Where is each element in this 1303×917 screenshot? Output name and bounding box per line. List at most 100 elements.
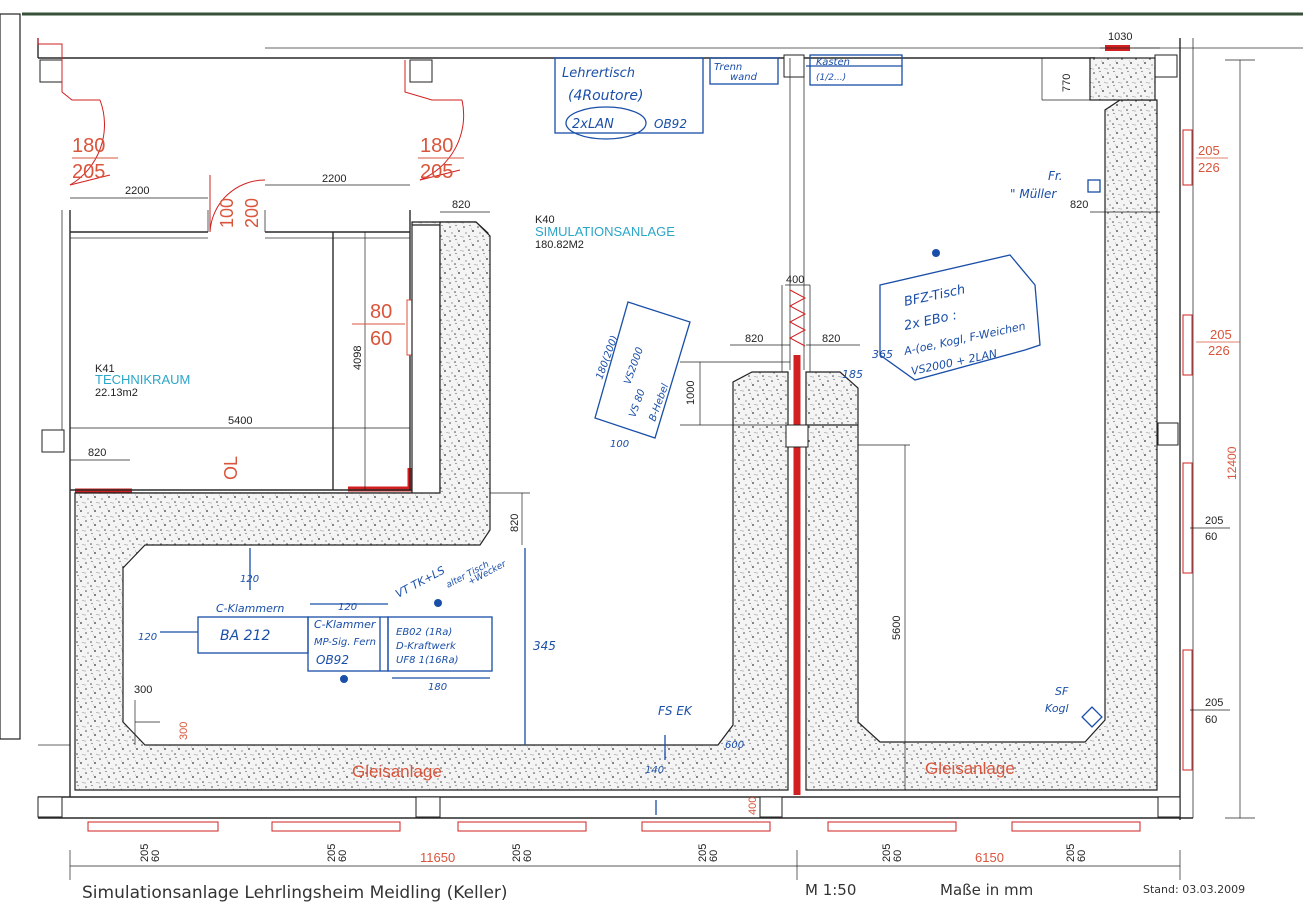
bottom-window-label-1-0: 205 bbox=[326, 844, 338, 862]
hw-kasten-1: Kasten bbox=[816, 57, 850, 68]
door-labels: 180 205 180 205 100 200 80 60 OL bbox=[72, 135, 464, 480]
dim-770: 770 bbox=[1061, 74, 1073, 92]
dim-820f: 820 bbox=[1070, 199, 1088, 211]
dim-400b: 400 bbox=[747, 797, 759, 815]
dim-820e: 820 bbox=[822, 333, 840, 345]
hw-eb-1: EB02 (1Ra) bbox=[396, 627, 452, 638]
bottom-window-label-4-0: 205 bbox=[881, 844, 893, 862]
k40-code: K40 bbox=[535, 214, 555, 226]
handwriting-texts: Lehrertisch (4Routore) 2xLAN OB92 Trenn … bbox=[138, 57, 1069, 776]
door1-top: 180 bbox=[72, 135, 105, 157]
hw-ckl-2: MP-Sig. Fern bbox=[314, 637, 376, 648]
hw-eb-3: UF8 1(16Ra) bbox=[396, 655, 459, 666]
central-divider bbox=[781, 58, 811, 795]
hw-trennwand-2: wand bbox=[730, 72, 758, 83]
dim-820a: 820 bbox=[452, 199, 470, 211]
door1-bot: 205 bbox=[72, 161, 105, 183]
bottom-window-label-3-0: 205 bbox=[697, 844, 709, 862]
track-top-right bbox=[1089, 57, 1156, 101]
hw-bfz-185: 185 bbox=[842, 368, 863, 381]
handwritten-furniture bbox=[160, 54, 1103, 815]
dim-2200a: 2200 bbox=[125, 185, 149, 197]
dim-4098: 4098 bbox=[352, 346, 364, 370]
door3-a: 100 bbox=[217, 198, 237, 228]
w1-top: 205 bbox=[1198, 143, 1220, 158]
outer-walls bbox=[37, 38, 1303, 820]
hw-fsek: FS EK bbox=[658, 704, 693, 718]
gleis-right: Gleisanlage bbox=[925, 759, 1015, 778]
w1-bot: 226 bbox=[1198, 160, 1220, 175]
bottom-windows bbox=[87, 821, 1141, 832]
hw-vt-1: VT TK+LS bbox=[393, 564, 447, 601]
hw-vs-4: B-Hebel bbox=[647, 382, 671, 423]
w4-bot: 60 bbox=[1205, 714, 1217, 726]
hw-c120b: 120 bbox=[138, 632, 157, 643]
hw-bfz-365: 365 bbox=[872, 348, 893, 361]
page-left-edge bbox=[0, 13, 21, 740]
dimension-texts: 2200 2200 820 4098 5400 820 820 400 820 … bbox=[88, 31, 1239, 865]
track-left-loop bbox=[74, 221, 789, 791]
bottom-window-label-0-1: 60 bbox=[150, 850, 162, 862]
door4-bot: 60 bbox=[370, 328, 392, 350]
k41-name: TECHNIKRAUM bbox=[95, 372, 190, 387]
dim-5400: 5400 bbox=[228, 415, 252, 427]
w3-top: 205 bbox=[1205, 515, 1223, 527]
k40-area: 180.82M2 bbox=[535, 239, 584, 251]
dim-300a: 300 bbox=[134, 684, 152, 696]
hw-bfz-2: 2x EBo : bbox=[903, 308, 959, 334]
hw-kasten-2: (1/2...) bbox=[816, 73, 846, 83]
door-arcs bbox=[69, 99, 465, 186]
footer: Simulationsanlage Lehrlingsheim Meidling… bbox=[82, 881, 1245, 903]
hw-frau-2: " Müller bbox=[1010, 187, 1057, 201]
k40-name: SIMULATIONSANLAGE bbox=[535, 224, 675, 239]
hw-lehrertisch-2: (4Routore) bbox=[568, 88, 643, 104]
hw-ba212: BA 212 bbox=[220, 628, 270, 644]
dim-820b: 820 bbox=[88, 447, 106, 459]
k41-area: 22.13m2 bbox=[95, 387, 138, 399]
hw-vs-3: VS 80 bbox=[627, 388, 647, 419]
hw-m345: 345 bbox=[533, 639, 556, 653]
w4-top: 205 bbox=[1205, 697, 1223, 709]
dim-2200b: 2200 bbox=[322, 173, 346, 185]
technikraum-walls bbox=[69, 169, 461, 491]
dim-1000: 1000 bbox=[685, 381, 697, 405]
hw-vs-100: 100 bbox=[610, 439, 629, 450]
track-left bbox=[75, 221, 489, 494]
hw-eb-2: D-Kraftwerk bbox=[396, 641, 457, 652]
track-right-loop bbox=[805, 99, 1158, 791]
door3-b: 200 bbox=[242, 198, 262, 228]
hw-c120a: 120 bbox=[240, 574, 259, 585]
w2-top: 205 bbox=[1210, 327, 1232, 342]
hw-trennwand-1: Trenn bbox=[714, 62, 742, 73]
hw-eb-180: 180 bbox=[428, 682, 447, 693]
hw-bfz-1: BFZ-Tisch bbox=[903, 282, 967, 310]
bottom-window-label-3-1: 60 bbox=[708, 850, 720, 862]
bottom-window-label-2-1: 60 bbox=[522, 850, 534, 862]
door2-top: 180 bbox=[420, 135, 453, 157]
door4-top: 80 bbox=[370, 301, 392, 323]
dim-12400: 12400 bbox=[1225, 446, 1239, 480]
hw-lehrertisch-3: 2xLAN bbox=[572, 117, 614, 132]
dim-11650: 11650 bbox=[420, 850, 455, 865]
hw-frau-1: Fr. bbox=[1048, 169, 1063, 183]
bottom-window-label-2-0: 205 bbox=[511, 844, 523, 862]
dim-6150: 6150 bbox=[975, 850, 1004, 865]
dim-5600: 5600 bbox=[891, 616, 903, 640]
dim-820d: 820 bbox=[745, 333, 763, 345]
hw-vs-2: VS2000 bbox=[622, 346, 646, 386]
dimension-lines bbox=[69, 47, 1255, 880]
hw-ck-label: C-Klammern bbox=[216, 602, 284, 615]
hw-c120c: 120 bbox=[338, 602, 357, 613]
hw-lehrertisch-4: OB92 bbox=[654, 117, 687, 131]
dim-1030: 1030 bbox=[1108, 31, 1132, 43]
bottom-window-label-5-0: 205 bbox=[1065, 844, 1077, 862]
bottom-window-label-5-1: 60 bbox=[1076, 850, 1088, 862]
k41-code: K41 bbox=[95, 363, 115, 375]
bottom-window-label-4-1: 60 bbox=[892, 850, 904, 862]
door5-label: OL bbox=[221, 456, 241, 480]
hw-ckl-3: OB92 bbox=[316, 653, 349, 667]
gleis-labels: Gleisanlage Gleisanlage bbox=[352, 759, 1015, 781]
